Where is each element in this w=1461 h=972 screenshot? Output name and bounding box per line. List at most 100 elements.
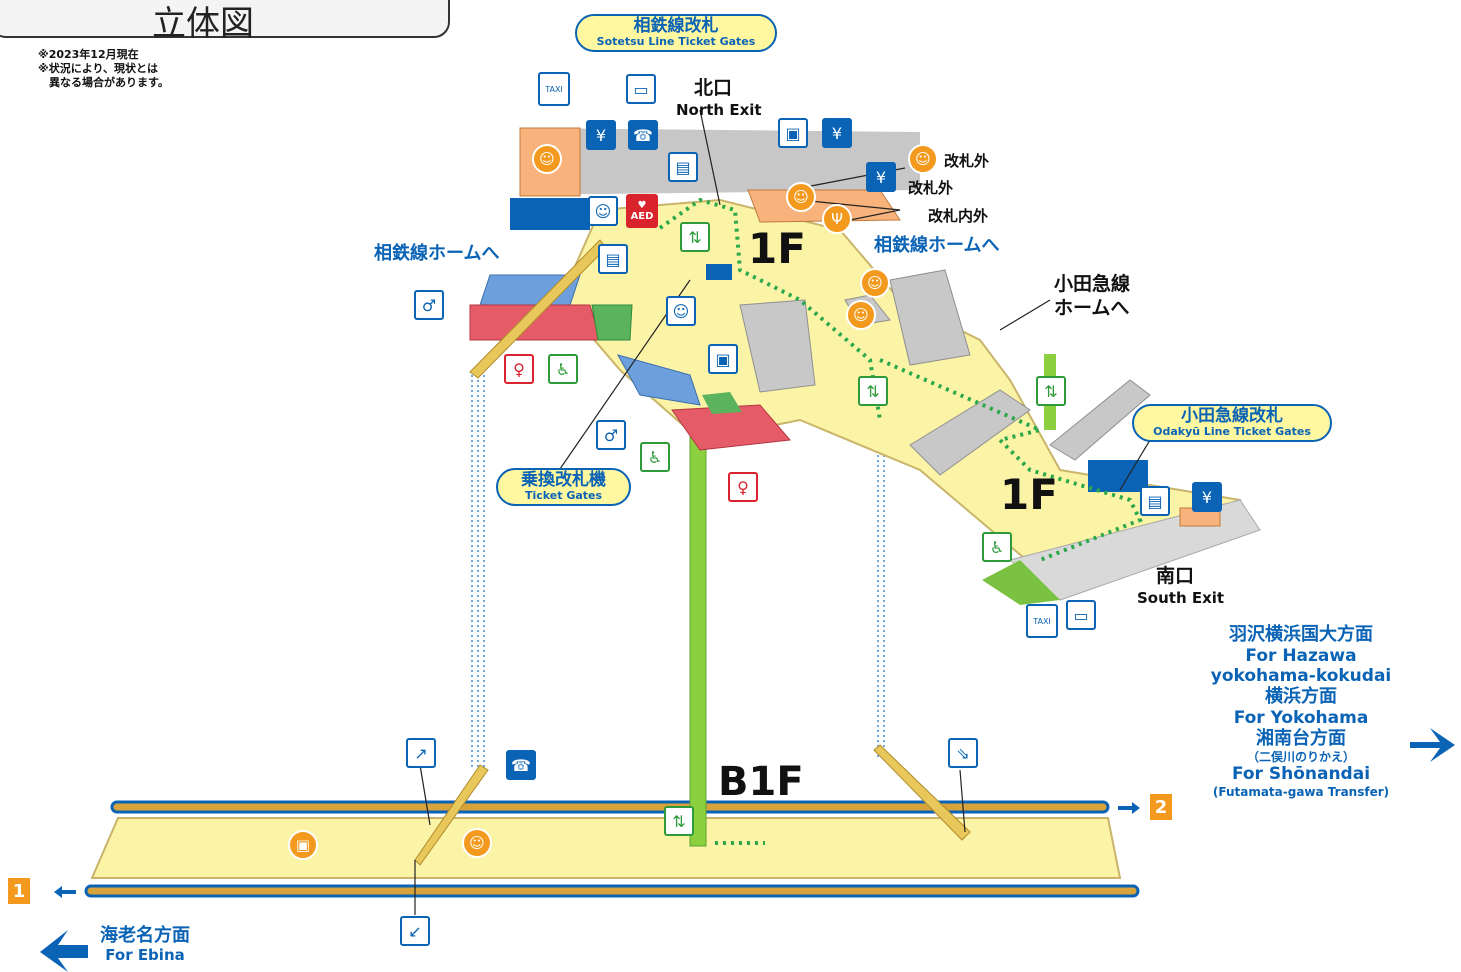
stairs-group <box>739 269 1151 476</box>
note-1: ※2023年12月現在 <box>38 48 139 61</box>
escalator-up-icon: ↗ <box>406 738 436 768</box>
toilet-access-1f <box>591 304 633 341</box>
arrow-to-p1 <box>54 886 76 898</box>
dir-shonandai-en-note: (Futamata-gawa Transfer) <box>1212 784 1390 799</box>
odakyu-gate-label: 小田急線改札 Odakyū Line Ticket Gates <box>1132 404 1332 442</box>
arrow-to-p2 <box>1118 802 1140 814</box>
escalator-down-icon: ↙ <box>400 916 430 946</box>
yen-atm-icon: ¥ <box>586 120 616 150</box>
info-service-icon-3: ☺ <box>786 182 816 212</box>
label-inside-outside: 改札内外 <box>928 207 989 225</box>
north-deck <box>520 128 920 195</box>
dir-hazawa-en-b: yokohama-kokudai <box>1210 665 1392 686</box>
dir-ebina-jp: 海老名方面 <box>100 925 190 946</box>
platform-rail-top <box>110 800 1110 814</box>
ticket-office-icon: ▤ <box>668 152 698 182</box>
north-exit-en: North Exit <box>676 101 762 119</box>
arrow-left <box>40 930 88 972</box>
sotetsu-gate-en: Sotetsu Line Ticket Gates <box>596 34 756 48</box>
toilet-men-b <box>616 354 701 406</box>
ticket-machine-icon: ▤ <box>598 244 628 274</box>
women-toilet-icon-2: ♀ <box>728 472 758 502</box>
arrow-right <box>1410 728 1455 762</box>
page-title: 立体図 <box>152 4 254 44</box>
bus-icon: ▭ <box>626 74 656 104</box>
phone-icon-2: ☎ <box>506 750 536 780</box>
direction-left: 海老名方面 For Ebina <box>100 925 190 964</box>
platform-1-badge: 1 <box>8 878 30 904</box>
locker-service-icon: ▣ <box>288 830 318 860</box>
platform-rail-bottom <box>84 884 1140 898</box>
dir-ebina-en: For Ebina <box>105 945 185 964</box>
to-odakyu-platform-1: 小田急線 <box>1054 273 1131 295</box>
to-odakyu-platform-2: ホームへ <box>1054 297 1130 319</box>
stairs-icon: ⇘ <box>948 738 978 768</box>
transfer-gate-en: Ticket Gates <box>524 488 603 502</box>
ticket-office-icon-2: ▤ <box>1140 486 1170 516</box>
info-service-icon-5: ☺ <box>846 300 876 330</box>
elevator-icon-1f: ⇅ <box>680 222 710 252</box>
elevator-icon-b1f: ⇅ <box>664 806 694 836</box>
taxi-icon-text: TAXI <box>545 84 563 94</box>
label-outside-gates-2: 改札外 <box>908 179 954 197</box>
direction-arrows <box>40 728 1455 972</box>
sotetsu-gate-jp: 相鉄線改札 <box>633 16 719 36</box>
sotetsu-gate-label: 相鉄線改札 Sotetsu Line Ticket Gates <box>575 14 777 52</box>
taxi-icon: TAXI <box>538 72 570 106</box>
info-service-icon-2: ☺ <box>908 144 938 174</box>
elevator-icon-mid: ⇅ <box>858 376 888 406</box>
office-block-mid <box>706 264 732 280</box>
yen-atm-icon-3: ¥ <box>866 162 896 192</box>
bus-icon-2: ▭ <box>1066 600 1096 630</box>
south-ramp <box>982 560 1060 605</box>
direction-right: 羽沢横浜国大方面 For Hazawa yokohama-kokudai 横浜方… <box>1188 624 1414 799</box>
to-sotetsu-platform-left: 相鉄線ホームへ <box>374 243 500 264</box>
aed-icon: ♥AED <box>626 194 658 228</box>
yen-atm-icon-2: ¥ <box>822 118 852 148</box>
title-box: 立体図 <box>0 0 450 44</box>
phone-icon: ☎ <box>628 120 658 150</box>
women-toilet-icon: ♀ <box>504 354 534 384</box>
accessible-ramp-icon: ♿ <box>982 532 1012 562</box>
dir-yokohama-jp: 横浜方面 <box>1265 686 1337 708</box>
locker-icon: ▣ <box>778 118 808 148</box>
north-exit-jp: 北口 <box>694 77 733 99</box>
label-outside-gates-1: 改札外 <box>944 152 990 170</box>
dir-shonandai-jp: 湘南台方面 <box>1256 728 1346 750</box>
transfer-gate-label: 乗換改札機 Ticket Gates <box>496 468 631 506</box>
restaurant-icon: Ψ <box>822 204 852 234</box>
odakyu-gate-jp: 小田急線改札 <box>1181 406 1283 426</box>
men-toilet-icon-2: ♂ <box>596 420 626 450</box>
transfer-gate-jp: 乗換改札機 <box>521 470 606 490</box>
floor-label-1f-south: 1F <box>1000 470 1058 519</box>
dir-shonandai-en: For Shōnandai <box>1231 764 1371 785</box>
yen-atm-icon-4: ¥ <box>1192 482 1222 512</box>
elevator-icon-right: ⇅ <box>1036 376 1066 406</box>
note-2: ※状況により、現状とは <box>38 61 159 75</box>
toilet-access-b <box>702 392 742 414</box>
dir-hazawa-en-a: For Hazawa <box>1245 645 1357 666</box>
info-service-icon-1: ☺ <box>532 144 562 174</box>
dir-yokohama-en: For Yokohama <box>1233 707 1369 728</box>
station-staff-icon: ☺ <box>588 196 618 226</box>
locker-icon-2: ▣ <box>708 344 738 374</box>
note-3: 異なる場合があります。 <box>38 75 169 89</box>
dir-hazawa-jp: 羽沢横浜国大方面 <box>1229 624 1373 645</box>
accessible-toilet-icon: ♿ <box>548 354 578 384</box>
south-exit-jp: 南口 <box>1156 565 1195 587</box>
floor-label-1f: 1F <box>748 224 806 273</box>
to-sotetsu-platform-right: 相鉄線ホームへ <box>874 235 1000 256</box>
notes: ※2023年12月現在 ※状況により、現状とは 異なる場合があります。 <box>38 48 169 89</box>
staff-icon-2: ☺ <box>666 296 696 326</box>
platform-2-badge: 2 <box>1150 794 1172 820</box>
odakyu-gate-en: Odakyū Line Ticket Gates <box>1153 424 1311 438</box>
men-toilet-icon: ♂ <box>414 290 444 320</box>
info-service-icon-6: ☺ <box>462 828 492 858</box>
office-block-se <box>1088 460 1148 492</box>
taxi-icon-2-text: TAXI <box>1033 616 1051 626</box>
office-block-nw <box>510 198 590 230</box>
taxi-icon-2: TAXI <box>1026 604 1058 638</box>
accessible-route <box>658 197 1143 845</box>
b1f-concourse <box>90 817 1122 879</box>
